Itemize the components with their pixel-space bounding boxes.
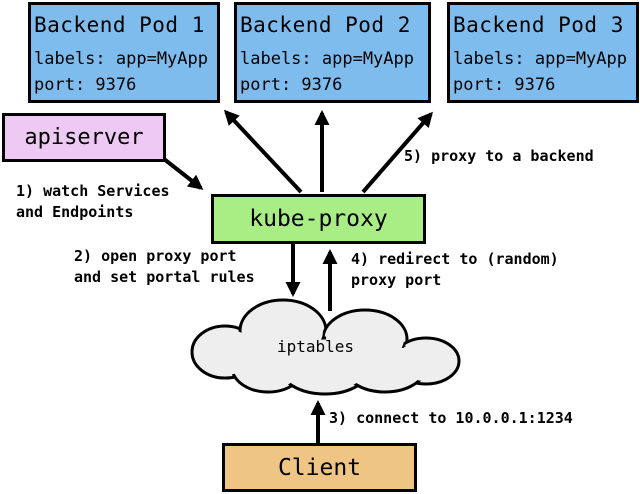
- iptables-cloud: [190, 298, 461, 396]
- backend-pod-2-port: port: 9376: [240, 75, 343, 95]
- backend-pod-1-box: Backend Pod 1 labels: app=MyApp port: 93…: [28, 2, 220, 103]
- backend-pod-1-labels: labels: app=MyApp: [34, 49, 208, 69]
- annotation-step2-line1: 2) open proxy port: [74, 247, 237, 265]
- annotation-step1-line1: 1) watch Services: [16, 182, 170, 200]
- annotation-step5: 5) proxy to a backend: [404, 147, 594, 165]
- annotation-step1-line2: and Endpoints: [16, 203, 134, 221]
- backend-pod-1-port: port: 9376: [34, 75, 137, 95]
- annotation-step4-line1: 4) redirect to (random): [351, 250, 559, 268]
- apiserver-box: apiserver: [2, 113, 166, 162]
- client-label: Client: [277, 454, 362, 481]
- arrow-proxy-to-backend-3: [361, 111, 433, 194]
- arrow-proxy-to-backend-1: [223, 109, 303, 194]
- backend-pod-2-box: Backend Pod 2 labels: app=MyApp port: 93…: [234, 2, 431, 103]
- backend-pod-3-title: Backend Pod 3: [453, 13, 624, 37]
- annotation-step3: 3) connect to 10.0.0.1:1234: [329, 409, 573, 427]
- iptables-label: iptables: [277, 337, 355, 356]
- arrow-watch-services: [162, 157, 204, 190]
- backend-pod-3-box: Backend Pod 3 labels: app=MyApp port: 93…: [447, 2, 639, 103]
- annotation-step1: 1) watch Services and Endpoints: [16, 181, 170, 223]
- backend-pod-3-labels: labels: app=MyApp: [453, 49, 627, 69]
- backend-pod-2-title: Backend Pod 2: [240, 13, 411, 37]
- backend-pod-2-labels: labels: app=MyApp: [240, 49, 414, 69]
- kube-proxy-box: kube-proxy: [211, 194, 426, 244]
- apiserver-label: apiserver: [24, 125, 144, 150]
- backend-pod-1-title: Backend Pod 1: [34, 13, 205, 37]
- annotation-step2-line2: and set portal rules: [74, 268, 255, 286]
- annotation-step4: 4) redirect to (random) proxy port: [351, 249, 559, 291]
- annotation-step2: 2) open proxy port and set portal rules: [74, 246, 255, 288]
- client-box: Client: [222, 443, 417, 492]
- kube-proxy-label: kube-proxy: [249, 206, 388, 232]
- annotation-step4-line2: proxy port: [351, 271, 442, 289]
- backend-pod-3-port: port: 9376: [453, 75, 556, 95]
